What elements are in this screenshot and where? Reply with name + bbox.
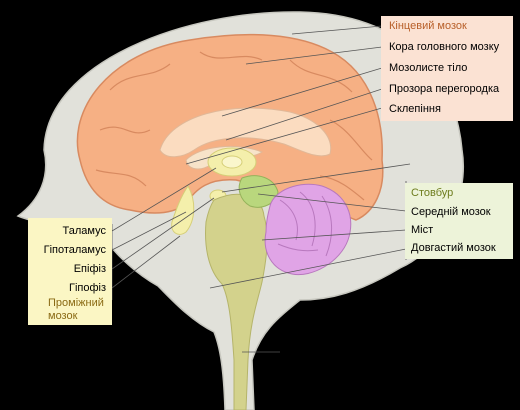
label-midbrain: Середній мозок	[411, 206, 491, 218]
hypothalamus-shape	[171, 185, 195, 235]
brainstem-heading: Стовбур	[411, 187, 454, 199]
cerebellum-shape	[264, 183, 352, 276]
brainstem-shape	[205, 193, 268, 410]
brainstem-label-box: Стовбур Середній мозок Міст Довгастий мо…	[405, 183, 513, 259]
thalamus-inner	[221, 155, 243, 169]
cerebellum-folia	[277, 191, 333, 257]
diencephalon-heading-line-1: Проміжний	[48, 297, 104, 309]
leader-lines-diencephalon	[111, 167, 217, 300]
label-septum-pellucidum: Прозора перегородка	[389, 83, 500, 95]
label-fornix: Склепіння	[389, 103, 441, 115]
midbrain-shape	[238, 175, 279, 208]
label-pituitary: Гіпофіз	[68, 282, 106, 294]
label-corpus-callosum: Мозолисте тіло	[389, 62, 468, 74]
label-hypothalamus: Гіпоталамус	[43, 244, 106, 256]
label-cerebral-cortex: Кора головного мозку	[389, 41, 500, 53]
corpus-callosum	[159, 107, 332, 158]
diencephalon-label-box: Таламус Гіпоталамус Епіфіз Гіпофіз Промі…	[28, 218, 112, 325]
diencephalon-heading-line-2: мозок	[48, 310, 78, 322]
label-pons: Міст	[411, 224, 434, 236]
telencephalon-heading: Кінцевий мозок	[389, 20, 467, 32]
cortex-gyri	[95, 51, 373, 201]
label-pineal: Епіфіз	[73, 263, 106, 275]
label-medulla: Довгастий мозок	[411, 242, 496, 254]
telencephalon-label-box: Кінцевий мозок Кора головного мозку Мозо…	[381, 16, 513, 121]
label-thalamus: Таламус	[62, 225, 106, 237]
leader-lines-telencephalon	[185, 25, 383, 165]
